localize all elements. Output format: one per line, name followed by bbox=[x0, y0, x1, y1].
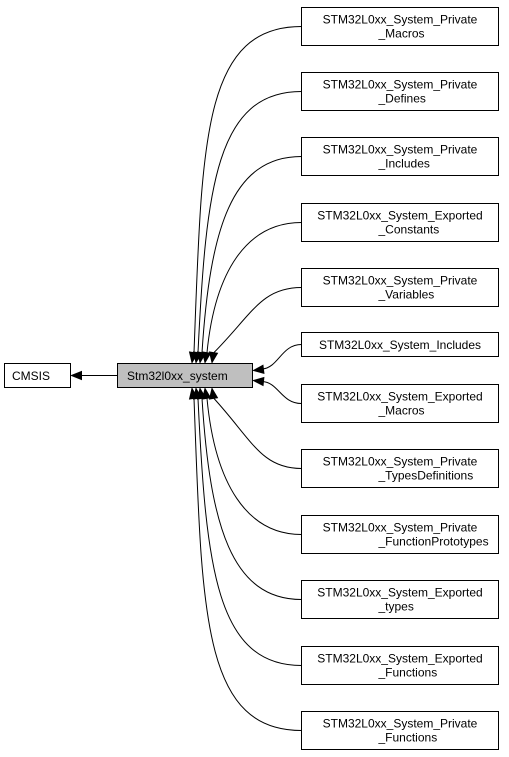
node-child-label-line1: STM32L0xx_System_Exported bbox=[317, 652, 482, 666]
node-child[interactable]: STM32L0xx_System_Private_TypesDefinition… bbox=[301, 449, 499, 488]
edge-child-to-group bbox=[188, 26, 302, 364]
node-child-label-line1: STM32L0xx_System_Exported bbox=[317, 390, 482, 404]
edge-child-to-group bbox=[192, 387, 302, 666]
edge-group-to-cmsis bbox=[70, 370, 118, 381]
node-child-label-line1: STM32L0xx_System_Exported bbox=[317, 209, 482, 223]
edge-child-to-group bbox=[208, 287, 302, 364]
edge-child-to-group bbox=[208, 387, 302, 469]
node-child[interactable]: STM32L0xx_System_Exported_types bbox=[301, 580, 499, 619]
node-child[interactable]: STM32L0xx_System_Private_FunctionPrototy… bbox=[301, 515, 499, 554]
node-child-label-line2: _Defines bbox=[378, 92, 426, 106]
edge-child-to-group bbox=[196, 387, 302, 600]
node-stm32l0xx-system-label: Stm32l0xx_system bbox=[127, 369, 228, 383]
node-child-label-line1: STM32L0xx_System_Includes bbox=[319, 338, 481, 352]
node-child[interactable]: STM32L0xx_System_Private_Macros bbox=[301, 7, 499, 46]
node-child-label-line2: _Functions bbox=[378, 731, 438, 745]
node-child-label-line2: _Macros bbox=[378, 404, 425, 418]
node-child[interactable]: STM32L0xx_System_Exported_Macros bbox=[301, 384, 499, 423]
node-stm32l0xx-system: Stm32l0xx_system bbox=[117, 363, 253, 388]
node-child-label-line2: _TypesDefinitions bbox=[378, 469, 474, 483]
node-child-label-line2: _Constants bbox=[378, 223, 440, 237]
node-child-label-line2: _Functions bbox=[378, 666, 438, 680]
edge-child-to-group bbox=[201, 222, 302, 364]
node-child-label-line1: STM32L0xx_System_Private bbox=[323, 143, 478, 157]
edge-child-to-group bbox=[192, 91, 302, 364]
node-child[interactable]: STM32L0xx_System_Private_Functions bbox=[301, 711, 499, 750]
node-child-label-line1: STM32L0xx_System_Private bbox=[323, 13, 478, 27]
nodes-layer: CMSIS Stm32l0xx_system STM32L0xx_System_… bbox=[4, 7, 499, 750]
node-child-label-line1: STM32L0xx_System_Private bbox=[323, 78, 478, 92]
node-child-label-line1: STM32L0xx_System_Private bbox=[323, 455, 478, 469]
edge-child-to-group bbox=[252, 376, 302, 404]
node-child[interactable]: STM32L0xx_System_Exported_Constants bbox=[301, 203, 499, 242]
node-child-label-line1: STM32L0xx_System_Exported bbox=[317, 586, 482, 600]
node-child[interactable]: STM32L0xx_System_Exported_Functions bbox=[301, 646, 499, 685]
node-cmsis[interactable]: CMSIS bbox=[4, 363, 71, 388]
edges-layer bbox=[70, 26, 302, 731]
node-child-label-line2: _FunctionPrototypes bbox=[378, 535, 489, 549]
node-child-label-line1: STM32L0xx_System_Private bbox=[323, 274, 478, 288]
node-child-label-line2: _Variables bbox=[378, 288, 435, 302]
node-child[interactable]: STM32L0xx_System_Private_Variables bbox=[301, 268, 499, 307]
edge-child-to-group bbox=[201, 387, 302, 535]
node-child[interactable]: STM32L0xx_System_Private_Defines bbox=[301, 72, 499, 111]
node-child-label-line2: _Macros bbox=[378, 27, 425, 41]
node-child-label-line1: STM32L0xx_System_Private bbox=[323, 521, 478, 535]
edge-child-to-group bbox=[196, 156, 302, 364]
edge-child-to-group bbox=[252, 344, 302, 374]
node-child[interactable]: STM32L0xx_System_Includes bbox=[301, 332, 499, 357]
node-child[interactable]: STM32L0xx_System_Private_Includes bbox=[301, 137, 499, 176]
node-child-label-line1: STM32L0xx_System_Private bbox=[323, 717, 478, 731]
node-child-label-line2: _types bbox=[378, 600, 414, 614]
edge-child-to-group bbox=[188, 387, 302, 731]
node-cmsis-label: CMSIS bbox=[12, 369, 50, 383]
node-child-label-line2: _Includes bbox=[378, 157, 430, 171]
